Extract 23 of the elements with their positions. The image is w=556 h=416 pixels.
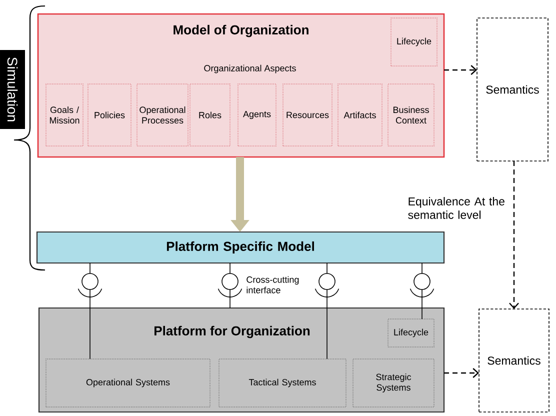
- edge-label: Equivalence At the semantic level: [408, 197, 504, 219]
- dotted-box: Roles: [190, 84, 230, 146]
- dotted-box: Lifecycle: [390, 18, 438, 66]
- dotted-box: Policies: [88, 84, 132, 146]
- dashed-arrow: [509, 161, 519, 309]
- dotted-box: Lifecycle: [388, 318, 434, 348]
- annotation: Cross-cutting interface: [246, 276, 299, 294]
- dotted-box: Operational Processes: [136, 84, 188, 146]
- label-box: Simulation: [0, 50, 25, 129]
- dotted-box: Tactical Systems: [218, 358, 346, 408]
- dashed-arrow: [444, 368, 479, 378]
- dotted-box: Artifacts: [338, 84, 382, 146]
- dashed-box: Semantics: [478, 308, 550, 412]
- dashed-arrow: [444, 65, 477, 75]
- dotted-box: Business Context: [388, 84, 434, 146]
- dotted-box: Strategic Systems: [352, 358, 434, 408]
- layer-box: Platform Specific Model: [36, 231, 445, 264]
- dotted-box: Operational Systems: [46, 358, 210, 408]
- dotted-box: Resources: [282, 84, 332, 146]
- dotted-box: Goals / Mission: [46, 84, 84, 146]
- section-heading: Organizational Aspects: [204, 64, 296, 74]
- dashed-box: Semantics: [476, 18, 548, 162]
- dotted-box: Agents: [238, 84, 276, 146]
